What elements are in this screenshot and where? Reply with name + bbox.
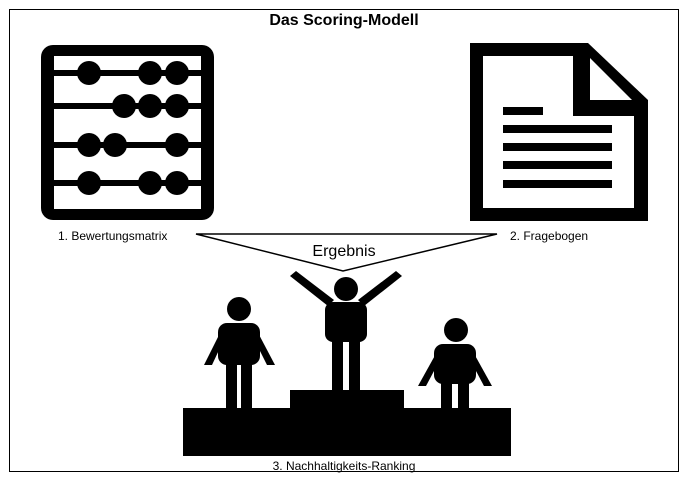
result-label: Ergebnis bbox=[312, 243, 376, 260]
person-center-icon bbox=[290, 271, 402, 392]
result-funnel bbox=[195, 233, 498, 272]
podium-icon bbox=[183, 271, 511, 456]
person-right-icon bbox=[418, 318, 492, 428]
person-left-icon bbox=[204, 297, 275, 410]
diagram-title: Das Scoring-Modell bbox=[269, 12, 419, 29]
abacus-icon bbox=[41, 45, 214, 220]
document-icon bbox=[470, 43, 648, 221]
step1-label: 1. Bewertungsmatrix bbox=[58, 229, 168, 243]
step2-label: 2. Fragebogen bbox=[510, 229, 589, 243]
step3-label: 3. Nachhaltigkeits-Ranking bbox=[272, 459, 416, 473]
